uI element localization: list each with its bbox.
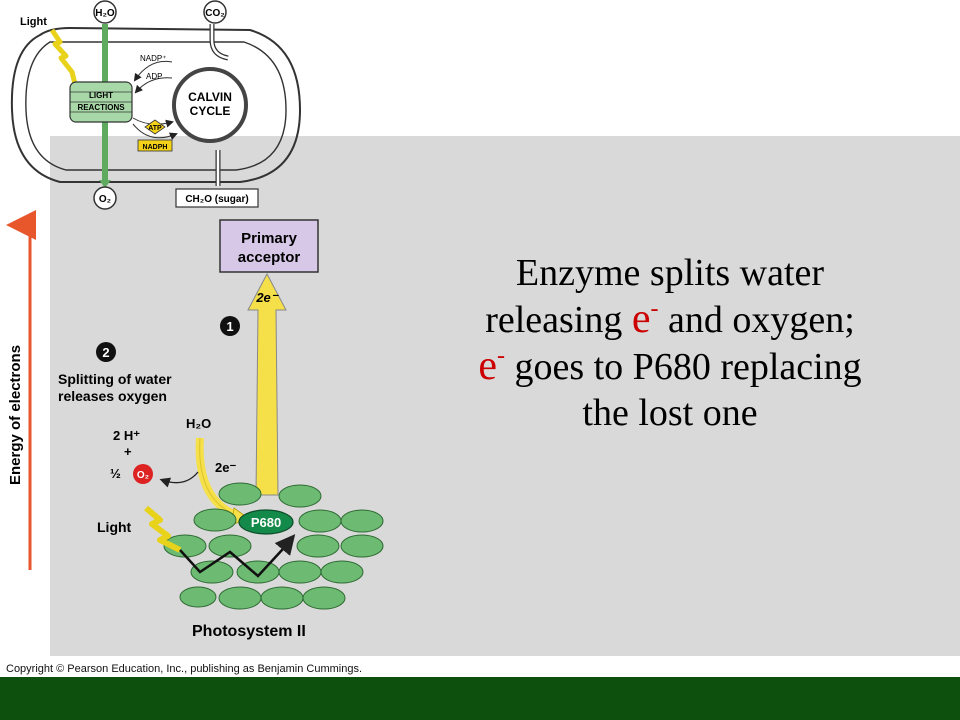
- calvin-cycle-circle: [172, 67, 248, 143]
- photosystem-title: Photosystem II: [192, 623, 306, 640]
- psii-h2o-label: H₂O: [186, 416, 211, 431]
- electron2-label: 2e⁻: [215, 460, 236, 475]
- caption-line3: e- goes to P680 replacing: [400, 343, 940, 390]
- footer-bar: [0, 677, 960, 720]
- o2-molecule: [133, 464, 153, 484]
- step2-line2: releases oxygen: [58, 388, 167, 404]
- atp-badge: [144, 119, 166, 135]
- electron-label: 2e⁻: [255, 290, 279, 305]
- step1-badge: [220, 316, 240, 336]
- psii-o2-label: O₂: [137, 470, 149, 481]
- slide-caption: Enzyme splits water releasing e- and oxy…: [400, 250, 940, 436]
- primary-acceptor-box: [219, 219, 319, 273]
- copyright-text: Copyright © Pearson Education, Inc., pub…: [6, 663, 363, 675]
- overview-nadph-label: NADPH: [143, 144, 168, 151]
- overview-sugar-label: CH₂O (sugar): [185, 194, 248, 205]
- electron-up-arrow: [247, 272, 287, 496]
- primary-acceptor-line1: Primary: [241, 230, 298, 247]
- overview-light-label: Light: [20, 16, 47, 28]
- half-label: ½: [110, 466, 121, 481]
- nadph-badge: [137, 139, 173, 152]
- overview-light-bolt: [49, 28, 78, 85]
- proton-label: 2 H⁺: [113, 428, 140, 443]
- caption-line2-a: releasing: [485, 299, 632, 341]
- calvin-line2: CYCLE: [190, 104, 231, 118]
- caption-line2: releasing e- and oxygen;: [400, 296, 940, 343]
- electron-minus-2: -: [496, 343, 505, 369]
- electron-symbol-2: e-: [478, 343, 505, 389]
- co2-circle: [203, 0, 227, 24]
- primary-acceptor-line2: acceptor: [238, 249, 301, 266]
- electron-e-2: e: [478, 343, 497, 389]
- psii-light-label: Light: [97, 519, 132, 535]
- step2-line1: Splitting of water: [58, 371, 172, 387]
- energy-axis: Energy of electrons: [6, 210, 36, 570]
- energy-transfer-zigzag: [179, 534, 296, 578]
- overview-adp-label: ADP: [146, 72, 162, 81]
- step1-number: 1: [226, 319, 233, 334]
- p680-label: P680: [251, 515, 281, 530]
- plus-label: +: [124, 444, 132, 459]
- caption-line3-b: goes to P680 replacing: [504, 346, 862, 388]
- overview-atp-label: ATP: [148, 125, 162, 132]
- o2-circle: [93, 186, 117, 210]
- step2-number: 2: [102, 345, 109, 360]
- overview-o2-label: O₂: [99, 194, 111, 205]
- electron-e: e: [631, 296, 651, 342]
- psii-light-bolt: [144, 505, 182, 553]
- chloroplast-outline: [10, 26, 302, 183]
- antenna-complex: [163, 482, 384, 610]
- overview-nadp-label: NADP⁺: [140, 54, 166, 63]
- calvin-line1: CALVIN: [188, 90, 232, 104]
- overview-h2o-label: H₂O: [95, 8, 115, 19]
- photosystem-ii: Primary acceptor 2e⁻ 1 2 Splitting of wa…: [58, 219, 384, 640]
- caption-line1: Enzyme splits water: [515, 252, 825, 294]
- light-reactions-stack: LIGHT REACTIONS: [69, 81, 133, 123]
- energy-axis-label: Energy of electrons: [7, 345, 24, 485]
- light-reactions-line1: LIGHT: [89, 91, 113, 100]
- caption-line4: the lost one: [582, 392, 758, 434]
- sugar-box: [175, 188, 259, 208]
- light-reactions-line2: REACTIONS: [77, 103, 125, 112]
- caption-line2-b: and oxygen;: [658, 299, 855, 341]
- electron-minus: -: [650, 296, 659, 322]
- step2-badge: [96, 342, 116, 362]
- p680-center: [238, 509, 294, 535]
- electron-symbol: e-: [632, 296, 659, 342]
- h2o-circle: [93, 0, 117, 24]
- chloroplast-overview: H₂O O₂ CO₂ CH₂O (sugar) Light L: [10, 0, 302, 210]
- overview-co2-label: CO₂: [205, 8, 224, 19]
